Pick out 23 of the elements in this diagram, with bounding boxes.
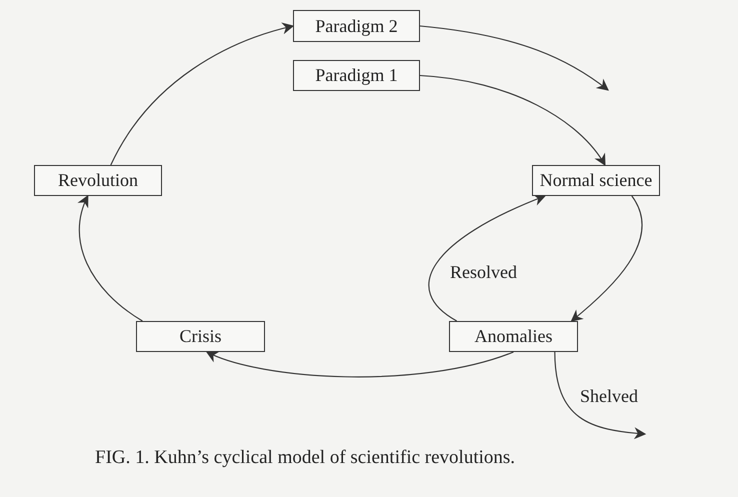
- process-box: [293, 10, 420, 42]
- node-label: Crisis: [179, 326, 222, 347]
- node-label: Paradigm 1: [315, 65, 398, 86]
- arrow: [420, 74, 606, 166]
- process-box: [136, 321, 265, 352]
- process-box: [34, 165, 162, 196]
- arrow: [428, 194, 546, 322]
- edge-label: Shelved: [579, 386, 639, 407]
- node-label: Anomalies: [474, 326, 552, 347]
- process-box: [532, 165, 660, 196]
- arrow: [420, 25, 609, 91]
- process-box: [293, 60, 420, 91]
- arrow: [206, 350, 514, 378]
- node-label: Revolution: [58, 170, 138, 191]
- arrow: [110, 22, 294, 166]
- node-label: Normal science: [540, 170, 652, 191]
- process-box: [449, 321, 578, 352]
- edge-label: Resolved: [449, 262, 518, 283]
- node-label: Paradigm 2: [315, 16, 398, 36]
- arrow: [78, 194, 143, 322]
- figure-caption: FIG. 1. Kuhn’s cyclical model of scientific revolutions.: [95, 447, 516, 469]
- arrow: [554, 352, 646, 440]
- arrow: [570, 196, 642, 322]
